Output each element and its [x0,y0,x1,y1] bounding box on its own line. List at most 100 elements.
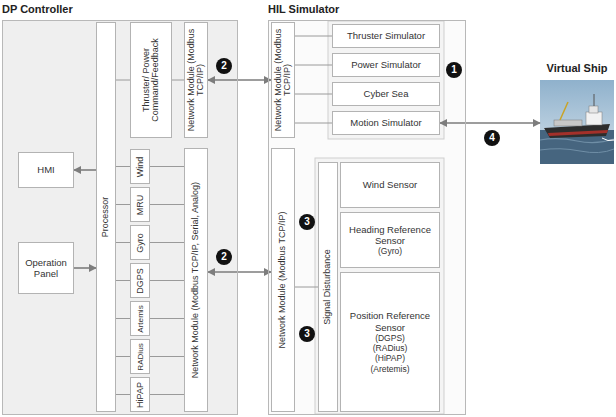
vertical-label: MRU [135,194,144,215]
signal-line [295,36,332,37]
sensor-input: Gyro [130,225,150,260]
ship-crane [560,102,568,120]
panel-box: Operation Panel [18,242,74,294]
simulator-box: Thruster Simulator [332,24,440,48]
box-label: Motion Simulator [350,117,421,128]
signal-line [116,242,130,243]
arrow-connector [440,122,540,124]
rotated-label: Signal Disturbance [319,163,337,411]
callout-anchor: 3 [299,214,315,230]
arrow-connector [208,79,271,81]
box-sublabel: (Gyro) [378,246,402,256]
signal-line [116,394,130,395]
signal-line [150,318,184,319]
network-module: Network Module (Modbus TCP/IP) [271,22,295,138]
vertical-label: Thruster/ Power Command/Feedback [142,26,161,134]
callout-number: 3 [299,326,315,342]
ship-wake [602,138,614,141]
box-sublabel: (Aretemis) [370,364,409,374]
controller-panel-fill [2,20,238,415]
ship-mast [594,94,595,106]
ship-frame: Virtual Ship [540,80,614,164]
signal-line [150,394,184,395]
simulator-panel-fill [268,20,466,415]
simulator-frame: HIL SimulatorNetwork Module (Modbus TCP/… [268,20,466,415]
rotated-label: Thruster/ Power Command/Feedback [131,23,171,137]
box-label: Power Simulator [351,59,421,70]
simulator-box: Cyber Sea [332,82,440,106]
ship-deck [554,120,582,126]
rotated-label: RADius [131,340,149,373]
vertical-label: Artemis [136,305,144,332]
box-label: Cyber Sea [364,88,409,99]
signal-line [116,280,130,281]
sensor-input: HiPAP [130,377,150,412]
network-module: Network Module (Modbus TCP/IP, Serial, A… [184,148,208,412]
arrow-connector [74,267,96,269]
processor-bar: Processor [96,22,116,412]
callout-number: 1 [446,62,462,78]
ship-hull-stripe [548,130,608,136]
signal-line [295,65,332,66]
simulator-box: Power Simulator [332,53,440,77]
box-label: Heading Reference Sensor [344,224,436,247]
sensor-box: Wind Sensor [340,162,440,208]
simulator-group-frame [328,21,444,139]
box-label: Wind Sensor [363,179,417,190]
panel-title: Virtual Ship [532,62,616,74]
vertical-label: Processor [101,197,110,238]
callout-number: 2 [216,58,232,74]
arrow-connector [208,271,271,273]
wave [540,139,614,143]
ship-bridge-top [589,106,598,113]
arrow-connector [74,169,96,171]
sky [540,80,614,164]
sensor-box: Position Reference Sensor(DGPS)(RADius)(… [340,272,440,412]
callout-anchor: 1 [446,62,462,78]
rotated-label: HiPAP [131,378,149,411]
rotated-label: Network Module (Modbus TCP/IP) [272,23,294,137]
signal-line [295,123,332,124]
callout-number: 3 [299,214,315,230]
network-module: Network Module (Modbus TCP/IP) [271,148,295,412]
controller-frame: DP ControllerHMIOperation PanelProcessor… [2,20,238,415]
vertical-label: Network Module (Modbus TCP/IP, Serial, A… [191,182,200,378]
rotated-label: Network Module (Modbus TCP/IP) [272,149,294,411]
rotated-label: Network Module (Modbus TCP/IP, Serial, A… [185,149,207,411]
callout-anchor: 3 [299,326,315,342]
rotated-label: Wind [131,150,149,183]
sensor-input: MRU [130,187,150,222]
disturbance-bar: Signal Disturbance [318,162,338,412]
panel-title: HIL Simulator [268,3,464,15]
signal-line [150,280,184,281]
vertical-label: Network Module (Modbus TCP/IP) [187,26,206,134]
vertical-label: HiPAP [135,382,144,408]
callout-anchor: 4 [484,130,500,146]
sensor-input: DGPS [130,263,150,298]
vertical-label: RADius [136,343,144,370]
rotated-label: DGPS [131,264,149,297]
rotated-label: Gyro [131,226,149,259]
sensor-box: Heading Reference Sensor(Gyro) [340,212,440,268]
wave [540,149,614,153]
signal-line [116,166,130,167]
command-bar: Thruster/ Power Command/Feedback [130,22,172,138]
signal-line [116,356,130,357]
callout-anchor: 2 [216,58,232,74]
callout-number: 2 [216,249,232,265]
signal-line [116,204,130,205]
box-sublabel: (HiPAP) [375,353,405,363]
vertical-label: Network Module (Modbus TCP/IP) [278,212,287,349]
signal-line [150,356,184,357]
box-label: Operation Panel [22,257,70,280]
signal-line [116,80,130,81]
callout-number: 4 [484,130,500,146]
signal-line [295,287,318,288]
signal-line [116,318,130,319]
signal-line [172,80,184,81]
box-label: Thruster Simulator [347,30,425,41]
box-sublabel: (RADius) [373,343,407,353]
